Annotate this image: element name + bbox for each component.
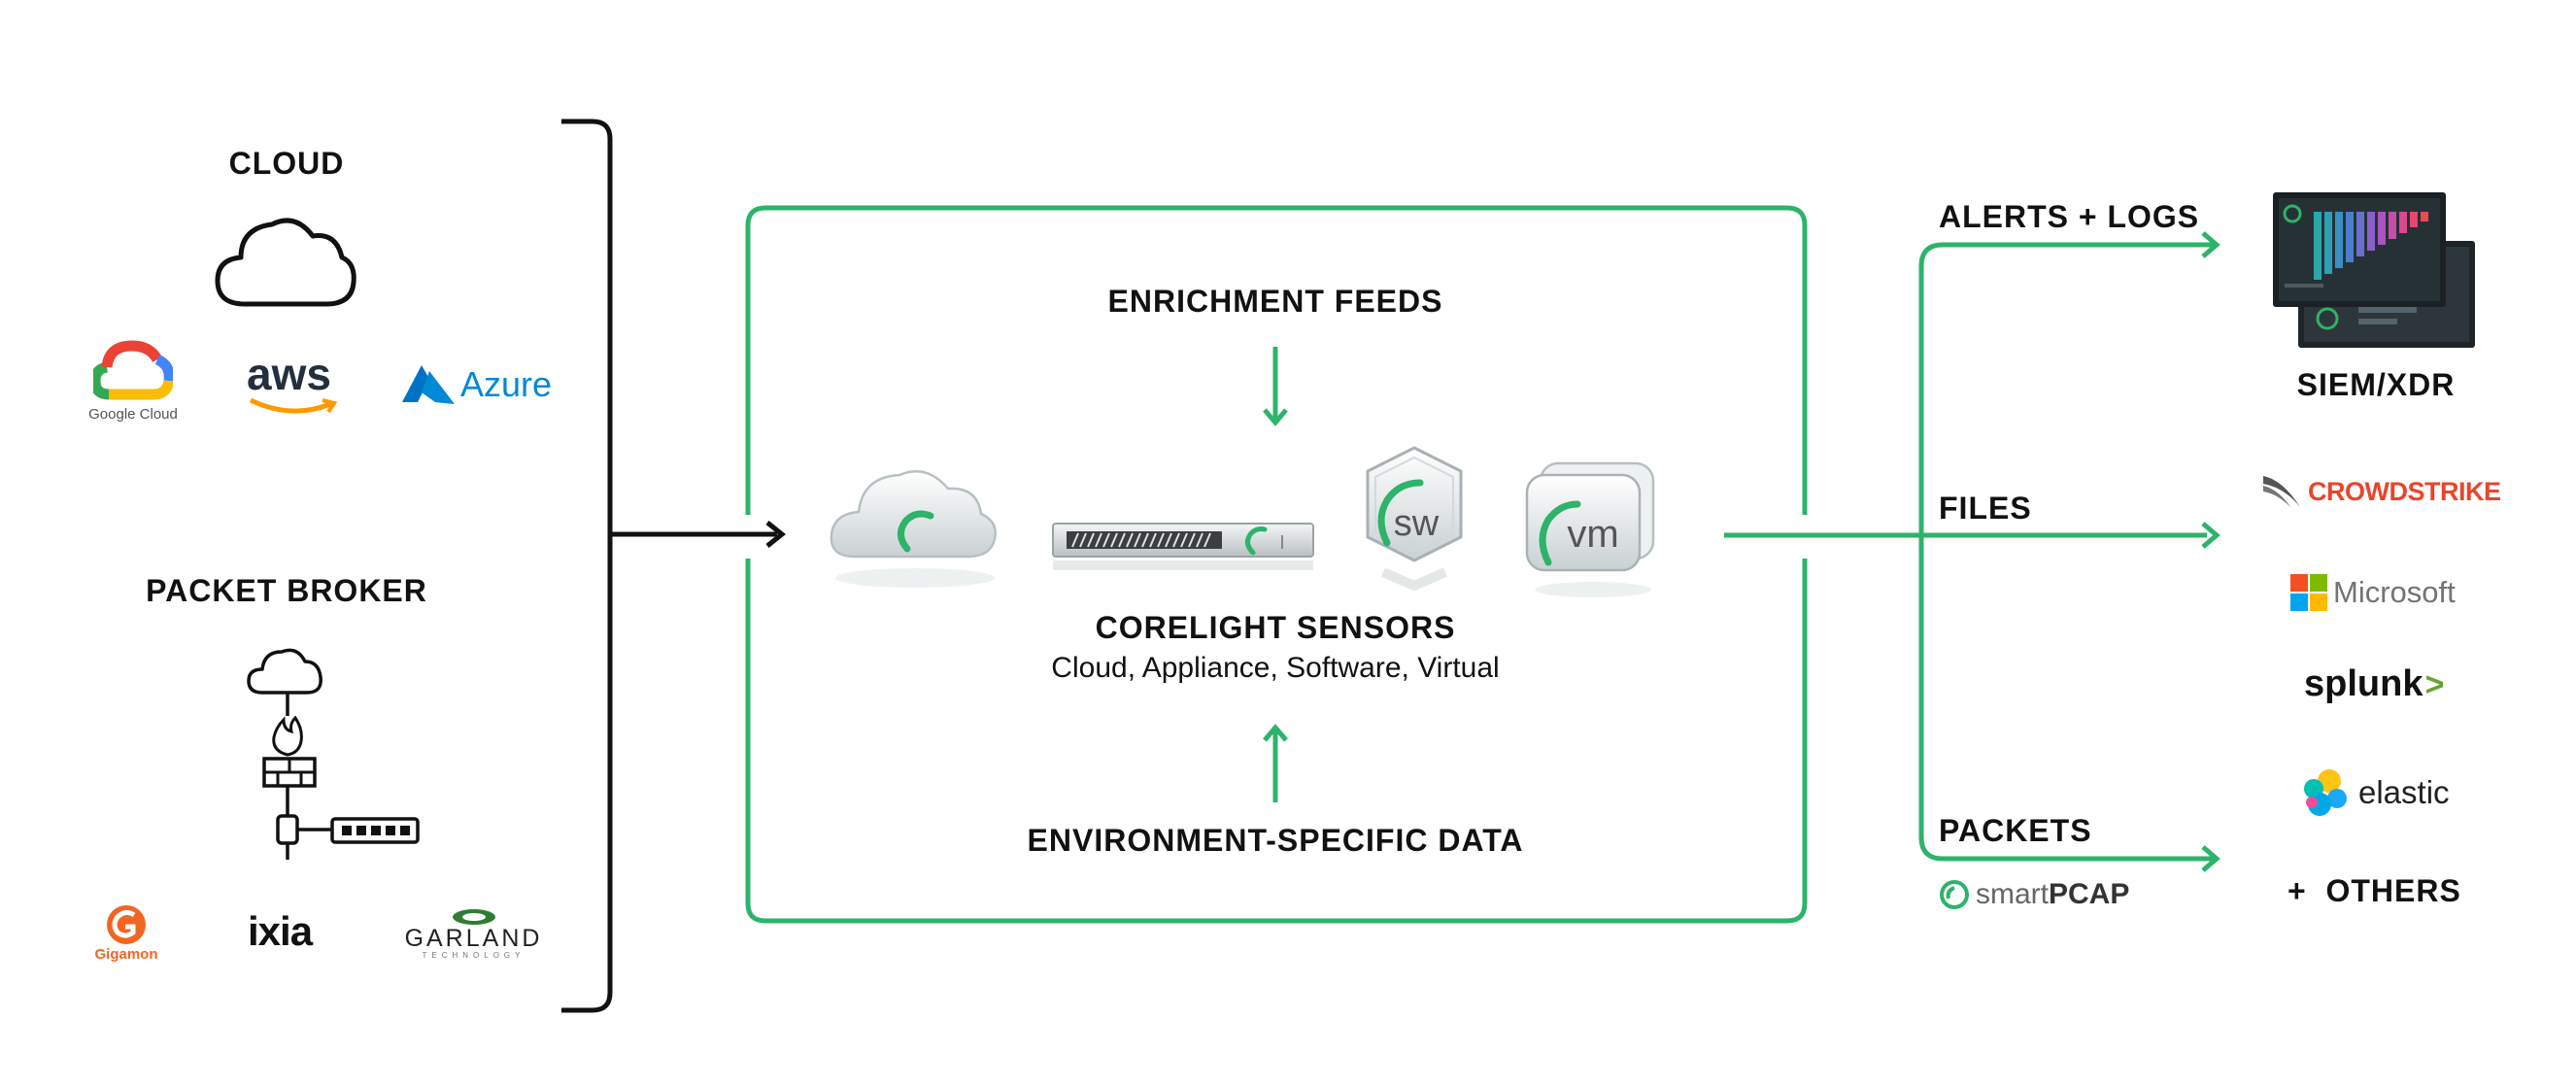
smartpcap-label-b: PCAP xyxy=(2049,878,2130,910)
cloud-title: CLOUD xyxy=(228,146,345,181)
azure-logo: Azure xyxy=(400,363,552,406)
environment-arrow-head xyxy=(1263,724,1288,742)
alerts-logs-label: ALERTS + LOGS xyxy=(1939,199,2200,234)
enrichment-feeds-label: ENRICHMENT FEEDS xyxy=(1107,284,1443,319)
microsoft-label: Microsoft xyxy=(2333,575,2456,609)
smartpcap-logo: smart PCAP xyxy=(1939,878,2129,911)
microsoft-logo: Microsoft xyxy=(2290,574,2456,611)
files-label: FILES xyxy=(1939,491,2032,526)
software-sensor-label: sw xyxy=(1394,503,1440,544)
google-cloud-icon xyxy=(93,340,173,400)
azure-label: Azure xyxy=(460,364,553,404)
garland-logo: GARLAND TECHNOLOGY xyxy=(389,908,559,960)
cloud-icon xyxy=(215,218,356,307)
crowdstrike-label: CROWDSTRIKE xyxy=(2308,476,2501,506)
virtual-sensor-label: vm xyxy=(1567,513,1618,556)
corelight-box xyxy=(745,205,1808,924)
packet-broker-title: PACKET BROKER xyxy=(146,573,427,608)
garland-mark-icon xyxy=(452,909,495,925)
splunk-chevron-icon: > xyxy=(2424,666,2445,703)
crowdstrike-falcon-icon xyxy=(2263,476,2300,507)
google-cloud-label: Google Cloud xyxy=(88,406,178,423)
gigamon-logo: Gigamon xyxy=(78,903,175,963)
crowdstrike-logo: CROWDSTRIKE xyxy=(2261,472,2501,511)
siem-xdr-label: SIEM/XDR xyxy=(2296,367,2456,402)
others-label: + OTHERS xyxy=(2288,873,2461,908)
packets-label: PACKETS xyxy=(1939,813,2092,848)
source-bracket xyxy=(561,119,613,1013)
azure-icon xyxy=(402,365,455,404)
aws-label: aws xyxy=(247,349,331,399)
siem-dashboard-icon xyxy=(2273,192,2475,348)
environment-specific-data-label: ENVIRONMENT-SPECIFIC DATA xyxy=(1027,823,1524,858)
corelight-sensors-subtitle: Cloud, Appliance, Software, Virtual xyxy=(1051,652,1500,684)
files-arrow-head xyxy=(2201,522,2220,549)
garland-sublabel: TECHNOLOGY xyxy=(422,951,525,960)
output-fork xyxy=(1918,242,2215,862)
cloud-sensor-icon xyxy=(830,470,997,588)
aws-smile-icon xyxy=(249,397,338,414)
packets-arrow-head xyxy=(2201,845,2220,872)
gigamon-icon xyxy=(107,905,146,944)
corelight-sensors-title: CORELIGHT SENSORS xyxy=(1095,610,1456,645)
input-arrow-head xyxy=(765,521,787,548)
microsoft-windows-icon xyxy=(2290,574,2327,611)
elastic-icon xyxy=(2304,769,2347,816)
smartpcap-icon xyxy=(1940,880,1969,909)
appliance-sensor-icon xyxy=(1052,523,1314,570)
elastic-logo: elastic xyxy=(2300,767,2450,818)
virtual-sensor-icon: vm xyxy=(1525,461,1655,597)
garland-label: GARLAND xyxy=(404,925,543,952)
elastic-label: elastic xyxy=(2358,774,2450,810)
ixia-logo: ixia xyxy=(248,908,313,954)
software-sensor-icon: sw xyxy=(1366,446,1463,592)
packet-broker-topology-icon xyxy=(247,648,420,860)
splunk-label: splunk xyxy=(2304,663,2423,704)
sensor-icons: sw vm xyxy=(830,446,1655,597)
splunk-logo: splunk > xyxy=(2304,663,2444,705)
smartpcap-label-a: smart xyxy=(1976,878,2049,910)
aws-logo: aws xyxy=(247,352,340,418)
alerts-arrow-head xyxy=(2201,231,2220,258)
google-cloud-logo: Google Cloud xyxy=(80,340,186,423)
gigamon-label: Gigamon xyxy=(94,946,158,963)
enrichment-arrow-head xyxy=(1263,408,1288,426)
